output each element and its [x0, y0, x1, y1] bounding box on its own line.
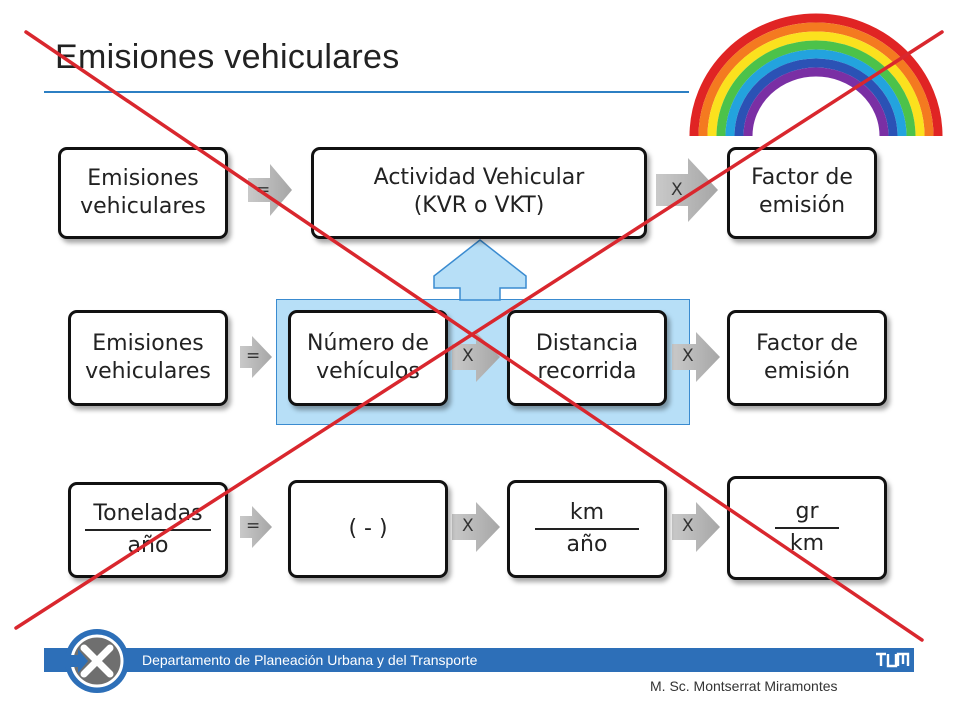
row2-distance-box: Distancia recorrida	[507, 310, 667, 406]
row1-emissions-box: Emisiones vehiculares	[58, 147, 228, 239]
department-logo-icon	[64, 629, 129, 693]
row2-equals-operator: =	[246, 346, 261, 366]
arrow-r3-2	[452, 502, 500, 552]
row3-multiply-operator-1: X	[462, 516, 474, 536]
row3-km-per-year-box: km año	[507, 480, 667, 578]
arrow-r2-2	[452, 332, 500, 382]
footer-bar	[44, 648, 914, 672]
arrow-r2-3	[672, 332, 720, 382]
author-name: M. Sc. Montserrat Miramontes	[650, 678, 838, 694]
tum-logo-icon	[872, 650, 912, 670]
department-name: Departamento de Planeación Urbana y del …	[142, 652, 478, 668]
row3-grams-per-km-box: gr km	[727, 476, 887, 580]
row3-vehicle-count-box: ( - )	[288, 480, 448, 578]
row2-vehicle-count-box: Número de vehículos	[288, 310, 448, 406]
row2-multiply-operator-1: X	[462, 346, 474, 366]
fraction-line	[85, 529, 211, 531]
row1-equals-operator: =	[256, 180, 271, 200]
row2-emission-factor-box: Factor de emisión	[727, 310, 887, 406]
row2-emissions-box: Emisiones vehiculares	[68, 310, 228, 406]
row3-equals-operator: =	[246, 516, 261, 536]
arrow-r3-3	[672, 502, 720, 552]
arrow-up	[433, 239, 527, 301]
fraction-line	[775, 527, 839, 529]
row1-emission-factor-box: Factor de emisión	[727, 147, 877, 239]
row2-multiply-operator-2: X	[682, 346, 694, 366]
row3-tons-per-year-box: Toneladas año	[68, 482, 228, 578]
fraction-line	[535, 528, 639, 530]
row1-multiply-operator: X	[671, 180, 683, 200]
row1-vehicle-activity-box: Actividad Vehicular (KVR o VKT)	[311, 147, 647, 239]
row3-multiply-operator-2: X	[682, 516, 694, 536]
arrow-r1-2	[656, 158, 718, 222]
